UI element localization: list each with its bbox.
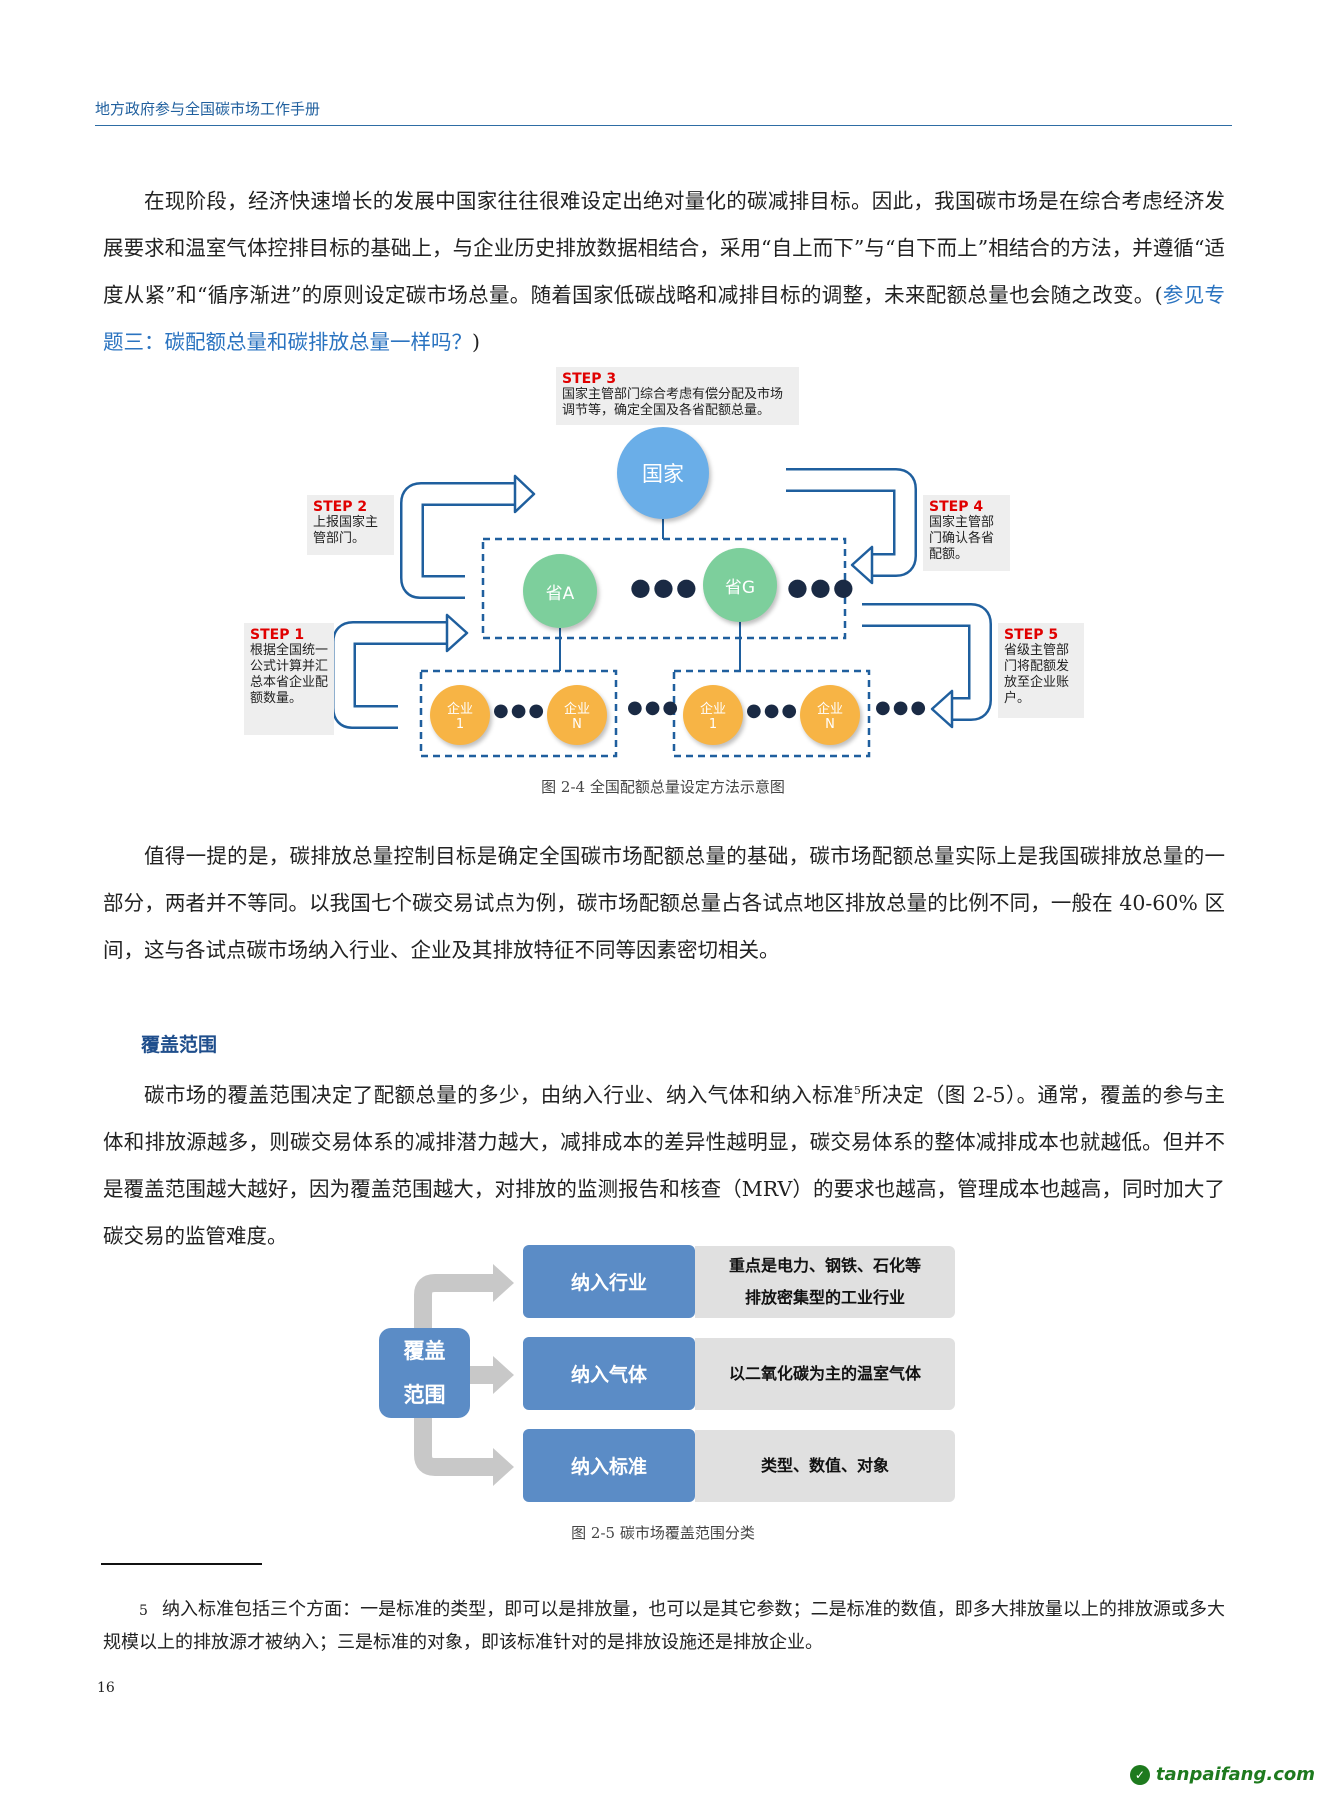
province-node-a: 省A — [523, 554, 597, 628]
step4-arrow — [786, 468, 917, 577]
step1-arrow — [332, 621, 450, 729]
header-divider — [95, 125, 1232, 126]
standard-desc: 类型、数值、对象 — [695, 1430, 955, 1502]
arrowhead-standard — [493, 1448, 514, 1486]
paragraph-1-tail: ) — [472, 330, 480, 354]
step1-label: STEP 1 — [250, 627, 305, 643]
gas-desc: 以二氧化碳为主的温室气体 — [695, 1338, 955, 1410]
running-header: 地方政府参与全国碳市场工作手册 — [95, 100, 321, 118]
watermark: ✓tanpaifang.com — [1129, 1764, 1315, 1785]
step2-arrowhead — [513, 474, 536, 514]
paragraph-3: 碳市场的覆盖范围决定了配额总量的多少，由纳入行业、纳入气体和纳入标准5所决定（图… — [103, 1067, 1225, 1260]
step4-label: STEP 4 — [929, 499, 984, 515]
paragraph-1-text: 在现阶段，经济快速增长的发展中国家往往很难设定出绝对量化的碳减排目标。因此，我国… — [103, 189, 1225, 307]
step4-arrowhead — [850, 545, 874, 585]
desc-line: 重点是电力、钢铁、石化等 — [728, 1256, 921, 1275]
step5-label: STEP 5 — [1004, 627, 1059, 643]
nation-node: 国家 — [617, 427, 709, 519]
step3-label: STEP 3 — [562, 371, 617, 387]
figure-2-5-caption: 图 2-5 碳市场覆盖范围分类 — [571, 1524, 755, 1542]
step5-arrow — [862, 603, 992, 721]
figure-2-4-connectors — [332, 468, 992, 758]
step4-text: 国家主管部门确认各省配额。 — [929, 515, 995, 562]
watermark-logo-icon: ✓ — [1129, 1764, 1150, 1785]
ellipsis-dots: ●●● — [493, 700, 547, 721]
root-label-2: 范围 — [403, 1383, 446, 1407]
footnote-number: 5 — [139, 1603, 148, 1619]
step5-arrowhead — [930, 689, 954, 729]
enterprise-label: 企业 — [699, 702, 726, 717]
enterprise-label: 企业 — [816, 702, 843, 717]
step1-text: 根据全国统一公式计算并汇总本省企业配额数量。 — [250, 643, 329, 706]
enterprise-id: 1 — [455, 717, 465, 732]
step3-text: 国家主管部门综合考虑有偿分配及市场调节等，确定全国及各省配额总量。 — [562, 387, 784, 418]
paragraph-2: 值得一提的是，碳排放总量控制目标是确定全国碳市场配额总量的基础，碳市场配额总量实… — [103, 844, 1225, 962]
paragraph-3-text-cont: 所决定（图 2-5）。通常，覆盖的参与主体和排放源越多，则碳交易体系的减排潜力越… — [103, 1082, 1225, 1248]
enterprise-id: N — [572, 717, 582, 732]
enterprise-label: 企业 — [563, 702, 590, 717]
ellipsis-dots: ●●● — [627, 697, 681, 718]
industry-desc: 重点是电力、钢铁、石化等排放密集型的工业行业 — [695, 1246, 955, 1318]
category-industry: 纳入行业 — [523, 1245, 695, 1318]
desc-line: 排放密集型的工业行业 — [744, 1288, 905, 1307]
section-heading: 覆盖范围 — [141, 1034, 218, 1056]
enterprise-group-box-2 — [672, 669, 871, 758]
figure-2-4-caption: 图 2-4 全国配额总量设定方法示意图 — [541, 778, 785, 796]
coverage-root: 覆盖范围 — [379, 1328, 470, 1418]
ellipsis-dots: ●●● — [787, 573, 856, 601]
category-standard: 纳入标准 — [523, 1429, 695, 1502]
enterprise-group-box-1 — [419, 669, 618, 758]
footnote-ref[interactable]: 5 — [853, 1084, 861, 1097]
province-group-box — [481, 537, 847, 640]
arrowhead-industry — [493, 1264, 514, 1302]
ellipsis-dots: ●●● — [746, 700, 800, 721]
step2-label: STEP 2 — [313, 499, 368, 515]
enterprise-label: 企业 — [446, 702, 473, 717]
ellipsis-dots: ●●● — [630, 573, 699, 601]
ellipsis-dots: ●●● — [875, 697, 929, 718]
arrowhead-gas — [493, 1356, 514, 1394]
page-number: 16 — [97, 1680, 115, 1696]
enterprise-id: 1 — [708, 717, 718, 732]
root-label-1: 覆盖 — [403, 1339, 446, 1363]
category-gas: 纳入气体 — [523, 1337, 695, 1410]
watermark-text: tanpaifang.com — [1155, 1764, 1315, 1785]
step2-arrow — [400, 482, 518, 599]
footnote-text: 纳入标准包括三个方面：一是标准的类型，即可以是排放量，也可以是其它参数；二是标准… — [103, 1599, 1225, 1653]
figure-2-5-arrows — [414, 1264, 514, 1486]
footnote-divider — [101, 1563, 262, 1565]
topic-link[interactable]: 参见专题三：碳配额总量和碳排放总量一样吗？ — [103, 283, 1226, 354]
step1-arrowhead — [445, 613, 469, 653]
province-node-g: 省G — [703, 548, 777, 622]
step5-text: 省级主管部门将配额发放至企业账户。 — [1004, 643, 1070, 706]
paragraph-1: 在现阶段，经济快速增长的发展中国家往往很难设定出绝对量化的碳减排目标。因此，我国… — [103, 178, 1225, 366]
step2-text: 上报国家主管部门。 — [313, 515, 379, 546]
paragraph-3-text: 碳市场的覆盖范围决定了配额总量的多少，由纳入行业、纳入气体和纳入标准 — [144, 1082, 854, 1107]
enterprise-id: N — [825, 717, 835, 732]
